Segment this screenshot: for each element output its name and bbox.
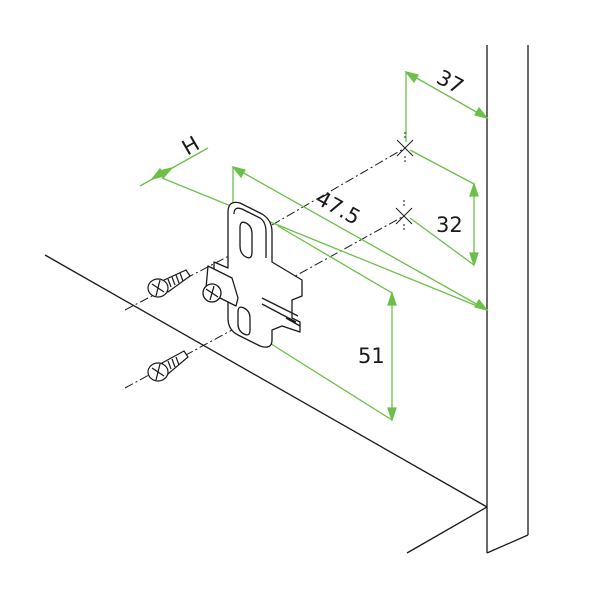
plate-rail	[261, 297, 301, 327]
screw-lower	[147, 350, 189, 382]
plate-upper-slot	[239, 221, 253, 259]
cabinet-panel	[44, 45, 529, 554]
dimension-label-37: 37	[433, 65, 468, 99]
plate-rim	[233, 207, 267, 258]
dimension-37	[404, 70, 489, 142]
plate-lower-slot	[237, 306, 251, 336]
dimension-32	[409, 149, 479, 268]
panel-bottom-edge	[486, 534, 529, 554]
center-mark-upper	[396, 132, 414, 164]
panel-floor-line	[44, 254, 488, 508]
dimension-label-51: 51	[358, 344, 385, 368]
mounting-plate	[202, 201, 303, 348]
screw-upper	[147, 269, 191, 298]
dimension-51	[267, 225, 397, 423]
center-mark-lower	[395, 200, 413, 232]
panel-base-line	[406, 506, 488, 554]
plate-body	[213, 201, 303, 348]
centerline-upper	[271, 147, 406, 226]
dimension-label-47-5: 47.5	[312, 186, 365, 230]
dimension-label-32: 32	[436, 213, 463, 237]
screw-axis-lower	[124, 329, 233, 389]
dimension-h	[139, 147, 209, 187]
dimension-label-h: H	[178, 132, 204, 161]
dimension-47-5	[161, 165, 489, 312]
dimension-lines	[139, 70, 489, 423]
hole-center-marks	[395, 132, 414, 232]
